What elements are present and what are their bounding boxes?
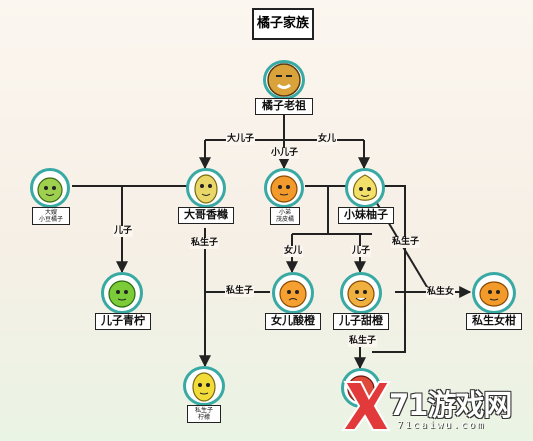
site-watermark: 71游戏网 71caiwu.com — [335, 372, 533, 441]
watermark-text: 71游戏网 — [389, 388, 512, 422]
x-logo-icon — [341, 381, 391, 431]
edge-label-erzi-left: 儿子 — [113, 226, 134, 237]
edge-label-sisheng-dage: 私生子 — [190, 238, 220, 249]
edge-label-sisheng-mid: 私生子 — [225, 286, 255, 297]
node-label: 大嫂 小豆橘子 — [32, 207, 70, 225]
orange-character-icon — [264, 168, 304, 208]
edge-label-dage: 大儿子 — [226, 134, 256, 145]
watermark-sub: 71caiwu.com — [397, 420, 486, 431]
node-label: 私生子 柠檬 — [187, 405, 221, 423]
edge-label-sishengnv: 私生女 — [426, 287, 456, 298]
edge-label-erzi-mid: 儿子 — [351, 246, 372, 257]
edge-label-xiaoerzi: 小儿子 — [270, 148, 300, 159]
page-title: 橘子家族 — [252, 8, 314, 40]
green-lime-character-icon — [30, 168, 70, 208]
node-label: 小妹柚子 — [338, 207, 394, 224]
node-label: 儿子青柠 — [95, 313, 151, 330]
edge-label-nver: 女儿 — [317, 134, 338, 145]
citron-character-icon — [186, 168, 226, 208]
edge-label-sisheng-right: 私生子 — [391, 237, 421, 248]
lemon-character-icon — [183, 366, 225, 406]
node-label: 儿子甜橙 — [333, 313, 389, 330]
node-label: 私生女柑 — [466, 313, 522, 330]
pomelo-character-icon — [345, 168, 385, 208]
node-label: 小弟 茂皮橘 — [270, 207, 300, 225]
sour-orange-character-icon — [272, 272, 314, 314]
tangerine-character-icon — [472, 272, 516, 314]
sweet-orange-character-icon — [340, 272, 382, 314]
node-label: 女儿酸橙 — [265, 313, 321, 330]
edge-label-nver-mid: 女儿 — [283, 246, 304, 257]
green-lime-son-icon — [101, 272, 143, 314]
old-orange-ancestor-icon — [263, 60, 305, 100]
node-label: 橘子老祖 — [255, 98, 313, 115]
edge-label-sisheng-bottom: 私生子 — [348, 336, 378, 347]
node-label: 大哥香橼 — [178, 207, 234, 224]
